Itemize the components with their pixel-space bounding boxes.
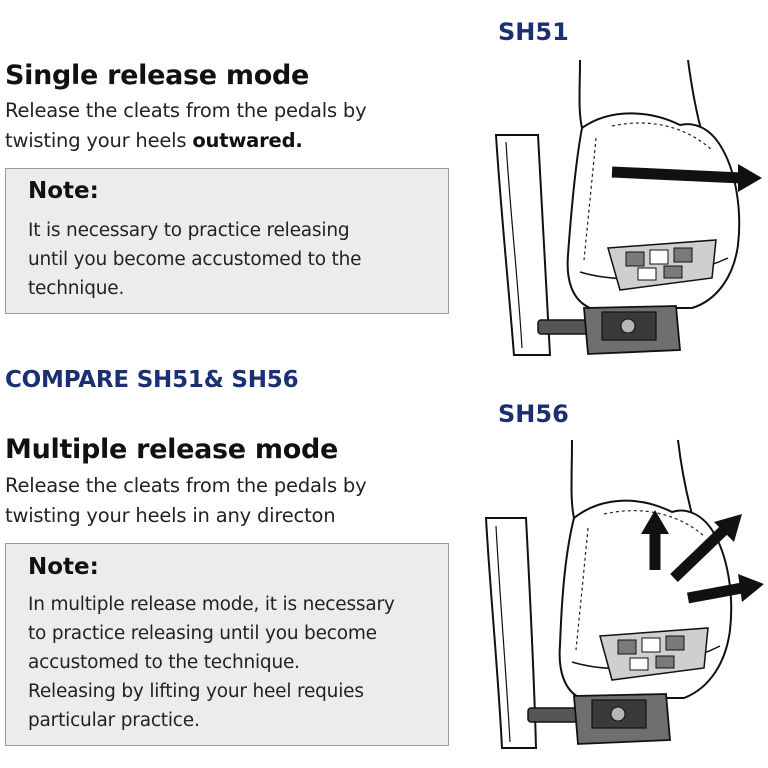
multiple-release-title: Multiple release mode <box>5 434 339 465</box>
multiple-note-line-1: In multiple release mode, it is necessar… <box>28 594 395 615</box>
single-note-line-2: until you become accustomed to the <box>28 249 362 270</box>
single-release-outward-bold: outwared. <box>192 129 303 152</box>
multiple-note-line-5: particular practice. <box>28 710 200 731</box>
sh56-shoe-pedal-illustration <box>484 439 764 749</box>
sh51-shoe-pedal-illustration <box>494 59 762 356</box>
single-release-title: Single release mode <box>5 60 310 91</box>
single-note-box: Note: It is necessary to practice releas… <box>5 168 449 314</box>
sh56-label: SH56 <box>498 400 569 428</box>
single-release-line2: twisting your heels outwared. <box>5 126 303 155</box>
multiple-note-line-4: Releasing by lifting your heel requies <box>28 681 364 702</box>
single-release-line1: Release the cleats from the pedals by <box>5 99 367 122</box>
multiple-note-line-3: accustomed to the technique. <box>28 652 300 673</box>
sh51-label: SH51 <box>498 18 569 46</box>
multiple-note-box: Note: In multiple release mode, it is ne… <box>5 543 449 746</box>
single-note-line-3: technique. <box>28 278 125 299</box>
multiple-release-line1: Release the cleats from the pedals by <box>5 474 367 497</box>
single-note-title: Note: <box>28 178 99 204</box>
multiple-note-title: Note: <box>28 554 99 580</box>
single-release-line2-text: twisting your heels <box>5 129 193 152</box>
multiple-release-line2: twisting your heels in any directon <box>5 504 336 527</box>
multiple-note-line-2: to practice releasing until you become <box>28 623 377 644</box>
single-note-line-1: It is necessary to practice releasing <box>28 220 350 241</box>
compare-heading: COMPARE SH51& SH56 <box>5 367 299 393</box>
